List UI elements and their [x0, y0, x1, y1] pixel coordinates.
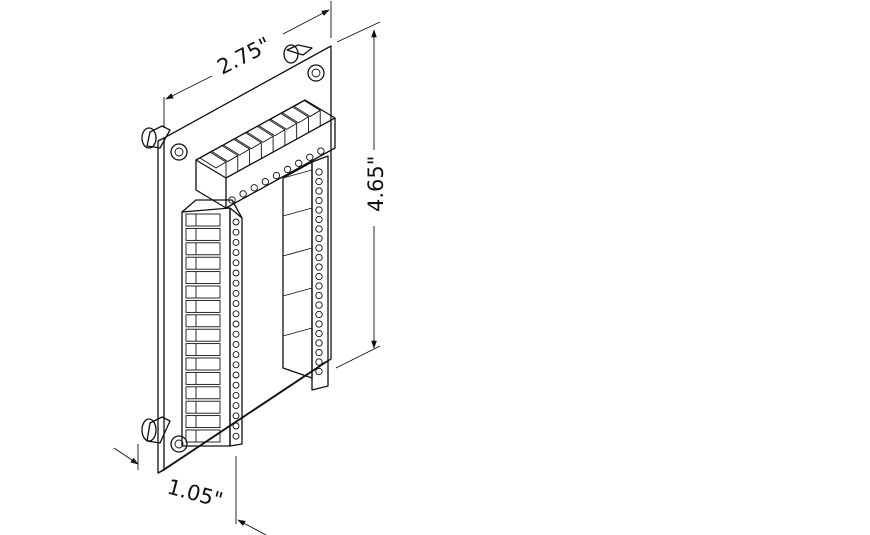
- left-terminal-screw: [232, 279, 240, 287]
- terminal-block-top: [195, 99, 336, 209]
- right-terminal-screw: [315, 339, 323, 347]
- left-terminal-screw: [232, 218, 240, 226]
- left-terminal-slot: [185, 415, 221, 429]
- left-terminal-screw: [232, 371, 240, 379]
- depth-dimension: 1.05": [113, 444, 267, 535]
- right-terminal-screw: [315, 187, 323, 195]
- left-terminal-screw: [232, 269, 240, 277]
- left-terminal-screw: [232, 391, 240, 399]
- width-dimension-label: 2.75": [213, 32, 274, 79]
- top-terminal-screw: [295, 159, 303, 167]
- left-terminal-screw: [232, 402, 240, 410]
- right-terminal-screw: [315, 301, 323, 309]
- left-terminal-slot: [185, 271, 221, 285]
- right-terminal-screw: [315, 215, 323, 224]
- left-terminal-slot: [185, 256, 221, 270]
- right-terminal-screw: [315, 367, 323, 376]
- right-terminal-screw: [315, 244, 323, 252]
- left-terminal-screw: [232, 361, 240, 369]
- standoff-top-right: [283, 44, 313, 64]
- height-dimension-label: 4.65": [364, 156, 388, 212]
- right-terminal-screw: [315, 196, 323, 205]
- right-terminal-screw: [315, 310, 323, 319]
- right-block-segment-line: [282, 327, 313, 337]
- left-terminal-slot: [185, 242, 221, 256]
- top-terminal-screw: [306, 153, 314, 161]
- right-block-segment-line: [282, 169, 313, 179]
- terminal-block-right: [282, 155, 329, 391]
- right-block-segment-line: [282, 287, 313, 297]
- left-terminal-screw: [232, 330, 240, 338]
- right-terminal-screw: [315, 282, 323, 290]
- right-terminal-screw: [315, 253, 323, 262]
- standoff-bottom-left: [141, 416, 171, 444]
- left-terminal-screw: [232, 381, 240, 389]
- top-terminal-slot: [234, 132, 263, 150]
- depth-dimension-label: 1.05": [165, 475, 226, 513]
- right-terminal-screw: [315, 320, 323, 328]
- top-terminal-screw: [239, 190, 247, 198]
- right-terminal-screw: [315, 177, 323, 186]
- left-terminal-screw: [232, 249, 240, 257]
- right-terminal-screw: [315, 263, 323, 271]
- height-dimension: 4.65": [335, 21, 388, 369]
- top-terminal-slot: [210, 145, 239, 163]
- left-terminal-slot: [185, 328, 221, 342]
- right-terminal-screw: [315, 329, 323, 338]
- left-terminal-slot: [185, 213, 221, 227]
- right-terminal-screw: [315, 234, 323, 243]
- right-block-segment-line: [282, 247, 313, 257]
- left-terminal-screw: [232, 432, 240, 440]
- top-terminal-screw: [250, 184, 258, 192]
- left-terminal-slot: [185, 299, 221, 313]
- left-terminal-slot: [185, 285, 221, 299]
- mounting-plate: [157, 45, 332, 474]
- left-terminal-screw: [232, 412, 240, 420]
- left-terminal-screw: [232, 259, 240, 267]
- top-terminal-screw: [261, 178, 269, 186]
- right-terminal-screw: [315, 272, 323, 281]
- left-terminal-slot: [185, 227, 221, 241]
- width-dimension: 2.75": [163, 1, 332, 128]
- top-terminal-screw: [317, 147, 325, 155]
- top-terminal-slot: [246, 125, 274, 143]
- left-terminal-slot: [185, 314, 221, 328]
- right-terminal-screw: [315, 225, 323, 233]
- top-terminal-slot: [293, 99, 322, 117]
- right-terminal-screw: [315, 348, 323, 357]
- top-terminal-slot: [222, 138, 251, 156]
- terminal-block-left: [181, 199, 243, 447]
- mount-hole-top-right: [307, 64, 325, 82]
- left-terminal-slot: [185, 386, 221, 400]
- left-terminal-slot: [185, 400, 221, 414]
- top-terminal-screw: [272, 171, 281, 180]
- standoff-top-left: [141, 125, 171, 149]
- left-terminal-screw: [232, 340, 240, 348]
- left-terminal-slot: [185, 357, 221, 371]
- mount-hole-top-left: [170, 143, 188, 161]
- top-terminal-slot: [269, 112, 298, 130]
- right-terminal-screw: [315, 168, 323, 176]
- left-terminal-screw: [232, 422, 240, 430]
- left-terminal-screw: [232, 351, 240, 359]
- right-terminal-screw: [315, 358, 323, 366]
- right-block-segment-line: [282, 207, 313, 217]
- left-terminal-screw: [232, 310, 240, 318]
- left-terminal-screw: [232, 228, 240, 236]
- right-terminal-screw: [315, 206, 323, 214]
- top-terminal-slot: [199, 151, 227, 169]
- mount-hole-bottom-left: [170, 435, 188, 453]
- left-terminal-slot: [185, 429, 221, 443]
- left-terminal-screw: [232, 320, 240, 328]
- left-terminal-screw: [232, 289, 240, 297]
- right-terminal-screw: [315, 291, 323, 300]
- top-terminal-slot: [258, 119, 286, 137]
- top-terminal-screw: [283, 165, 292, 174]
- left-terminal-slot: [185, 371, 221, 385]
- left-terminal-screw: [232, 238, 240, 246]
- left-terminal-screw: [232, 300, 240, 308]
- top-terminal-slot: [281, 106, 310, 124]
- left-terminal-slot: [185, 343, 221, 357]
